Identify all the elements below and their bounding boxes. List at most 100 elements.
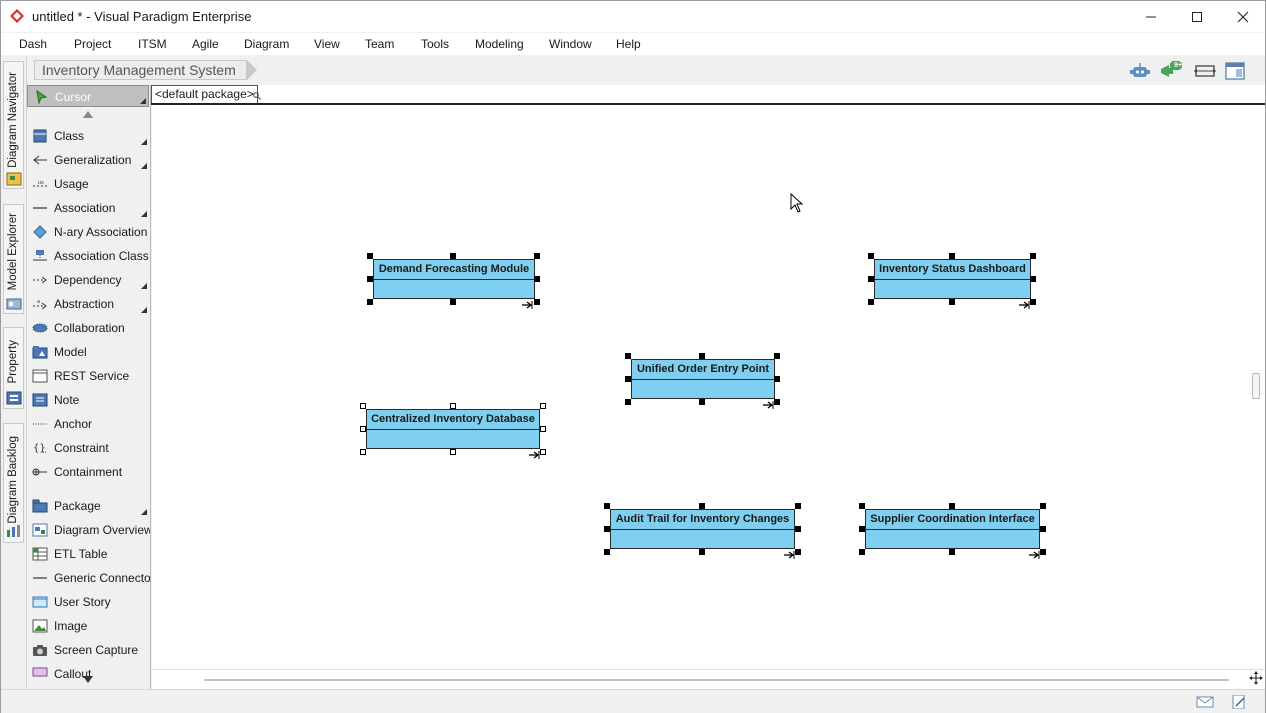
palette-item-n-ary-association[interactable]: N-ary Association (27, 221, 149, 243)
more-options-icon[interactable] (141, 307, 147, 313)
palette-item-dependency[interactable]: Dependency (27, 269, 149, 291)
palette-item-containment[interactable]: Containment (27, 461, 149, 483)
menu-window[interactable]: Window (549, 37, 592, 51)
selection-handle[interactable] (699, 399, 705, 405)
palette-item-constraint[interactable]: {} Constraint (27, 437, 149, 459)
palette-item-screen-capture[interactable]: Screen Capture (27, 639, 149, 661)
selection-handle[interactable] (604, 503, 610, 509)
component-centralized-inventory-database[interactable]: Centralized Inventory Database (366, 409, 540, 449)
selection-handle[interactable] (795, 549, 801, 555)
selection-handle[interactable] (699, 549, 705, 555)
selection-handle[interactable] (1030, 299, 1036, 305)
search-icon[interactable] (253, 92, 261, 100)
menu-itsm[interactable]: ITSM (138, 37, 167, 51)
palette-item-usage[interactable]: us Usage (27, 173, 149, 195)
selection-handle[interactable] (949, 549, 955, 555)
selection-handle[interactable] (859, 503, 865, 509)
palette-item-image[interactable]: Image (27, 615, 149, 637)
palette-item-abstraction[interactable]: a Abstraction (27, 293, 149, 315)
selection-handle[interactable] (795, 503, 801, 509)
selection-handle[interactable] (450, 449, 456, 455)
tab-diagram-navigator[interactable]: Diagram Navigator (3, 61, 24, 189)
selection-handle[interactable] (868, 276, 874, 282)
palette-item-diagram-overview[interactable]: Diagram Overview (27, 519, 150, 541)
selection-handle[interactable] (360, 426, 366, 432)
component-unified-order-entry-point[interactable]: Unified Order Entry Point (631, 359, 775, 399)
menu-diagram[interactable]: Diagram (244, 37, 290, 51)
palette-item-association-class[interactable]: Association Class (27, 245, 149, 267)
selection-handle[interactable] (540, 449, 546, 455)
selection-handle[interactable] (859, 549, 865, 555)
connector-handle-icon[interactable] (521, 300, 533, 310)
selection-handle[interactable] (1040, 526, 1046, 532)
palette-item-callout[interactable]: Callout (27, 663, 149, 685)
selection-handle[interactable] (625, 353, 631, 359)
component-demand-forecasting-module[interactable]: Demand Forecasting Module (373, 259, 535, 299)
horizontal-scrollbar[interactable] (152, 669, 1265, 689)
selection-handle[interactable] (868, 299, 874, 305)
more-options-icon[interactable] (140, 98, 146, 104)
palette-item-cursor[interactable]: Cursor (27, 85, 149, 107)
close-button[interactable] (1220, 1, 1266, 32)
pan-icon[interactable] (1249, 671, 1263, 685)
selection-handle[interactable] (795, 526, 801, 532)
more-options-icon[interactable] (141, 139, 147, 145)
component-supplier-coordination-interface[interactable]: Supplier Coordination Interface (865, 509, 1040, 549)
component-audit-trail-for-inventory-changes[interactable]: Audit Trail for Inventory Changes (610, 509, 795, 549)
selection-handle[interactable] (367, 253, 373, 259)
selection-handle[interactable] (450, 253, 456, 259)
layout-panel-icon[interactable] (1223, 61, 1247, 81)
scroll-down-icon[interactable] (83, 676, 93, 683)
notifications-icon[interactable] (1158, 61, 1182, 81)
selection-handle[interactable] (450, 403, 456, 409)
palette-item-user-story[interactable]: User Story (27, 591, 149, 613)
selection-handle[interactable] (360, 449, 366, 455)
minimize-button[interactable] (1128, 1, 1174, 32)
selection-handle[interactable] (1030, 253, 1036, 259)
selection-handle[interactable] (774, 399, 780, 405)
package-tab[interactable]: <default package> (151, 85, 258, 104)
selection-handle[interactable] (540, 426, 546, 432)
palette-item-anchor[interactable]: Anchor (27, 413, 149, 435)
more-options-icon[interactable] (141, 509, 147, 515)
selection-handle[interactable] (604, 549, 610, 555)
mail-icon[interactable] (1196, 695, 1214, 709)
palette-item-collaboration[interactable]: Collaboration (27, 317, 149, 339)
selection-handle[interactable] (534, 253, 540, 259)
selection-handle[interactable] (450, 299, 456, 305)
selection-handle[interactable] (534, 299, 540, 305)
maximize-button[interactable] (1174, 1, 1220, 32)
selection-handle[interactable] (859, 526, 865, 532)
more-options-icon[interactable] (141, 283, 147, 289)
selection-handle[interactable] (625, 399, 631, 405)
vertical-scrollbar-thumb[interactable] (1252, 373, 1260, 399)
menu-agile[interactable]: Agile (192, 37, 219, 51)
more-options-icon[interactable] (141, 163, 147, 169)
selection-handle[interactable] (534, 276, 540, 282)
palette-item-package[interactable]: Package (27, 495, 149, 517)
selection-handle[interactable] (367, 299, 373, 305)
selection-handle[interactable] (625, 376, 631, 382)
component-inventory-status-dashboard[interactable]: Inventory Status Dashboard (874, 259, 1031, 299)
palette-item-rest-service[interactable]: REST Service (27, 365, 149, 387)
selection-handle[interactable] (1030, 276, 1036, 282)
connector-handle-icon[interactable] (1028, 550, 1040, 560)
edit-document-icon[interactable] (1230, 695, 1248, 709)
menu-view[interactable]: View (314, 37, 340, 51)
selection-handle[interactable] (360, 403, 366, 409)
ai-assistant-icon[interactable] (1128, 61, 1152, 81)
selection-handle[interactable] (699, 353, 705, 359)
scroll-up-icon[interactable] (83, 111, 93, 118)
selection-handle[interactable] (774, 353, 780, 359)
connector-handle-icon[interactable] (1018, 300, 1030, 310)
menu-project[interactable]: Project (74, 37, 112, 51)
menu-team[interactable]: Team (365, 37, 395, 51)
palette-item-class[interactable]: Class (27, 125, 149, 147)
selection-handle[interactable] (949, 503, 955, 509)
palette-item-model[interactable]: Model (27, 341, 149, 363)
menu-help[interactable]: Help (616, 37, 641, 51)
selection-handle[interactable] (699, 503, 705, 509)
connector-handle-icon[interactable] (783, 550, 795, 560)
selection-handle[interactable] (868, 253, 874, 259)
breadcrumb[interactable]: Inventory Management System (34, 60, 257, 80)
